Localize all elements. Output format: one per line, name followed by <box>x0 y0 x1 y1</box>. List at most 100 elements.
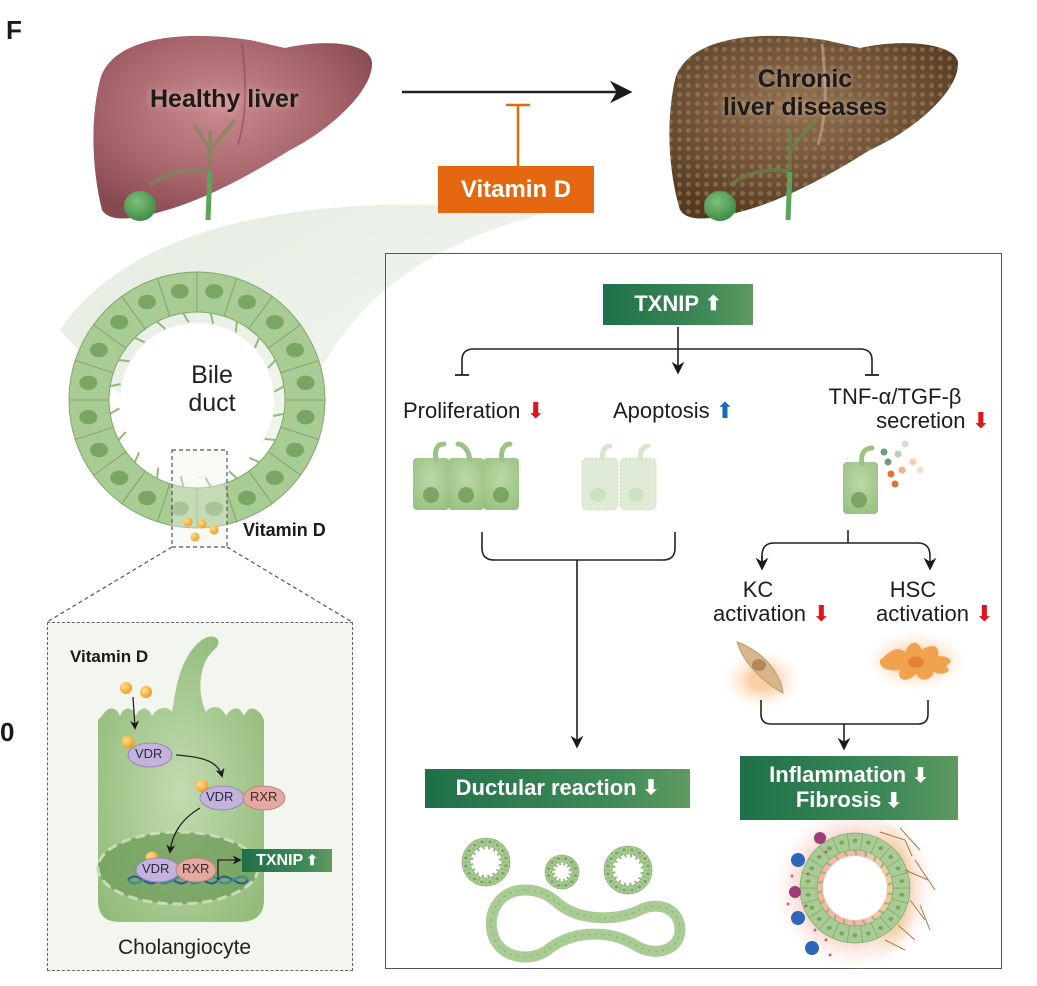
microvillus <box>228 470 238 480</box>
microvillus <box>471 867 476 872</box>
cell-nucleus <box>464 864 468 868</box>
elongated-duct <box>485 884 686 963</box>
cell-nucleus <box>138 294 157 310</box>
microvillus <box>156 467 160 479</box>
microvillus <box>179 476 185 488</box>
microvillus <box>274 385 285 393</box>
cell-nucleus <box>495 877 500 881</box>
cytokine-label-line2: secretion <box>876 408 966 434</box>
microvillus <box>638 876 642 880</box>
small-duct <box>603 845 653 895</box>
inflammation-label: Inflammation <box>769 762 907 788</box>
cell-nucleus <box>606 864 610 868</box>
vitamin-d-label-duct: Vitamin D <box>243 520 326 540</box>
microvillus <box>498 857 503 862</box>
microvillus <box>109 382 121 388</box>
bile-duct-ring <box>68 271 326 529</box>
cell-nucleus <box>646 872 650 876</box>
microvillus <box>611 870 616 875</box>
microvillus <box>833 914 837 921</box>
decrease-arrow-icon <box>972 408 990 433</box>
microvillus <box>825 907 830 914</box>
rxr-label-2: RXR <box>250 789 278 804</box>
microvillus <box>204 477 212 488</box>
chronic-liver-label-line1: Chronic <box>757 65 853 93</box>
bile-duct-lumen-label: Bile duct <box>172 361 252 417</box>
apoptosis-text: Apoptosis <box>613 398 710 423</box>
cell-nucleus <box>809 905 815 910</box>
duct-lumen <box>556 866 568 878</box>
microvillus <box>117 431 127 441</box>
cell-nucleus <box>265 470 284 485</box>
cell-nucleus <box>888 917 894 922</box>
microvillus <box>554 876 558 880</box>
apoptosis-label: Apoptosis <box>613 398 734 423</box>
cell-nucleus <box>205 501 224 516</box>
cell-nucleus <box>878 846 884 851</box>
microvillus <box>156 320 166 330</box>
cell-nucleus <box>550 880 555 884</box>
apoptotic-cells <box>581 443 657 511</box>
microvillus <box>566 876 570 880</box>
vitamin-d-molecules <box>183 517 219 542</box>
microvillus <box>884 871 891 877</box>
decrease-arrow-icon <box>975 601 993 626</box>
cell-nucleus <box>170 284 189 299</box>
decrease-arrow-icon <box>527 398 545 423</box>
bile-duct-line1: Bile <box>191 361 233 389</box>
cell-nucleus <box>563 883 568 887</box>
cell-nucleus <box>205 284 224 299</box>
cell-nucleus <box>286 342 305 358</box>
microvillus <box>476 847 481 852</box>
hepatic-stellate-cell <box>864 631 968 691</box>
vdr-label-2: VDR <box>206 789 234 804</box>
cell-nucleus <box>839 931 845 936</box>
cell-nucleus <box>79 375 98 390</box>
cell-nucleus <box>899 892 905 897</box>
microvillus <box>476 872 480 876</box>
microvillus <box>816 890 823 895</box>
microvillus <box>618 855 623 860</box>
down-arrow-icon <box>885 790 902 812</box>
microvillus <box>558 861 562 866</box>
cell-nucleus <box>637 885 642 889</box>
cell-nucleus <box>79 410 98 425</box>
chronic-liver-label: Chronic liver diseases <box>705 65 905 121</box>
microvillus <box>566 864 570 868</box>
cell-nucleus <box>467 871 471 875</box>
microvillus <box>819 899 826 905</box>
microvillus <box>870 915 877 921</box>
kc-line1: KC <box>742 577 774 602</box>
cell-nucleus <box>637 851 642 855</box>
microvillus <box>887 892 893 896</box>
fibrosis-row: Fibrosis <box>795 787 902 813</box>
cell-nucleus <box>472 843 477 847</box>
kupffer-cell <box>722 641 802 710</box>
split-connector <box>761 542 937 571</box>
kc-activation-label: KC activation <box>703 577 831 626</box>
cell-nucleus <box>556 857 561 861</box>
hsc-line2-wrap: activation <box>876 601 994 626</box>
microvillus <box>209 312 215 324</box>
microvillus <box>562 878 566 883</box>
cell-nucleus <box>895 866 901 871</box>
cell-nucleus <box>237 294 256 310</box>
microvillus <box>496 868 500 872</box>
microvillus <box>134 336 146 344</box>
cell-nucleus <box>472 877 477 881</box>
cholangiocyte-label: Cholangiocyte <box>118 936 252 959</box>
adjacent-panel-fragment: 0 <box>0 717 15 747</box>
cell-nucleus <box>622 848 626 852</box>
fibrosis-label: Fibrosis <box>795 787 882 812</box>
cell-nucleus <box>809 866 815 871</box>
microvillus <box>843 850 849 857</box>
cell-nucleus <box>573 866 578 870</box>
down-arrow-icon <box>643 777 660 799</box>
cell-nucleus <box>569 880 574 884</box>
hsc-line1: HSC <box>889 577 937 602</box>
microvillus <box>118 359 130 363</box>
microvillus <box>109 407 120 415</box>
elongated-duct-cells <box>490 889 681 958</box>
microvillus <box>634 856 638 860</box>
